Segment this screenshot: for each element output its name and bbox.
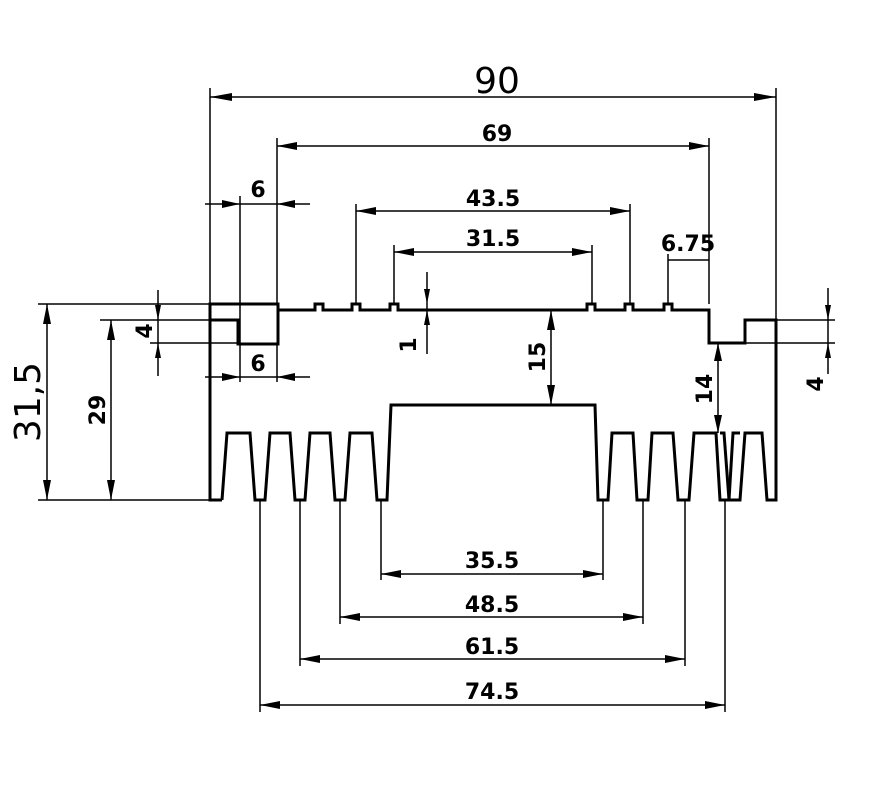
dim-flange-bottom: 6 [250, 352, 265, 377]
dim-center-height: 15 [526, 342, 551, 373]
dim-flange-top: 6 [250, 178, 265, 203]
extension-lines [38, 88, 835, 712]
dim-groove-depth: 1 [397, 337, 422, 352]
dim-overall-width: 90 [474, 61, 520, 102]
dim-overall-height: 31,5 [8, 362, 49, 442]
dim-step-left: 4 [133, 323, 158, 338]
dim-groove-inner: 31.5 [466, 227, 520, 252]
dim-fin-span-3: 61.5 [465, 635, 519, 660]
dim-fin-span-2: 48.5 [465, 593, 519, 618]
dim-inner-width: 69 [482, 122, 513, 147]
dim-body-height: 29 [86, 395, 111, 426]
left-fins [220, 403, 740, 502]
dim-groove-outer: 43.5 [466, 187, 520, 212]
dim-groove-pitch: 6.75 [661, 232, 715, 257]
dim-fin-span-4: 74.5 [465, 680, 519, 705]
dim-right-height: 14 [693, 374, 718, 405]
dimension-lines [43, 93, 831, 709]
dim-step-right: 4 [804, 376, 829, 391]
heatsink-profile-outline [208, 302, 778, 502]
dim-fin-span-1: 35.5 [465, 549, 519, 574]
